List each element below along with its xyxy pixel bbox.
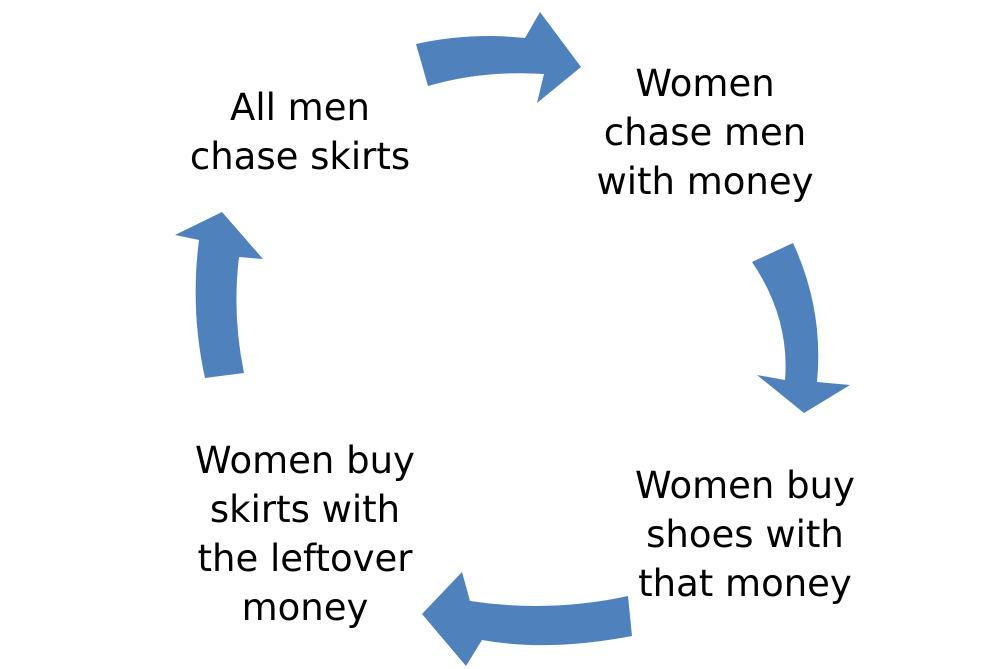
node-line: chase skirts [189, 135, 411, 178]
node-all-men-chase-skirts: All men chase skirts [160, 83, 440, 181]
node-line: shoes with [646, 513, 844, 556]
node-women-buy-skirts: Women buy skirts with the leftover money [160, 436, 450, 632]
node-line: All men [230, 86, 370, 129]
node-line: chase men [603, 111, 807, 154]
node-line: Women buy [195, 439, 415, 482]
node-women-chase-men: Women chase men with money [560, 59, 850, 206]
node-line: with money [596, 160, 814, 203]
node-line: Women [635, 62, 775, 105]
node-line: Women buy [635, 464, 855, 507]
node-women-buy-shoes: Women buy shoes with that money [600, 461, 890, 608]
arrow-bottom [422, 572, 632, 666]
node-line: money [241, 586, 369, 629]
node-line: skirts with [209, 488, 401, 531]
node-line: the leftover [197, 537, 413, 580]
arrow-top [416, 12, 581, 103]
arrow-right [752, 243, 850, 413]
node-line: that money [638, 562, 852, 605]
arrow-left [175, 212, 263, 378]
